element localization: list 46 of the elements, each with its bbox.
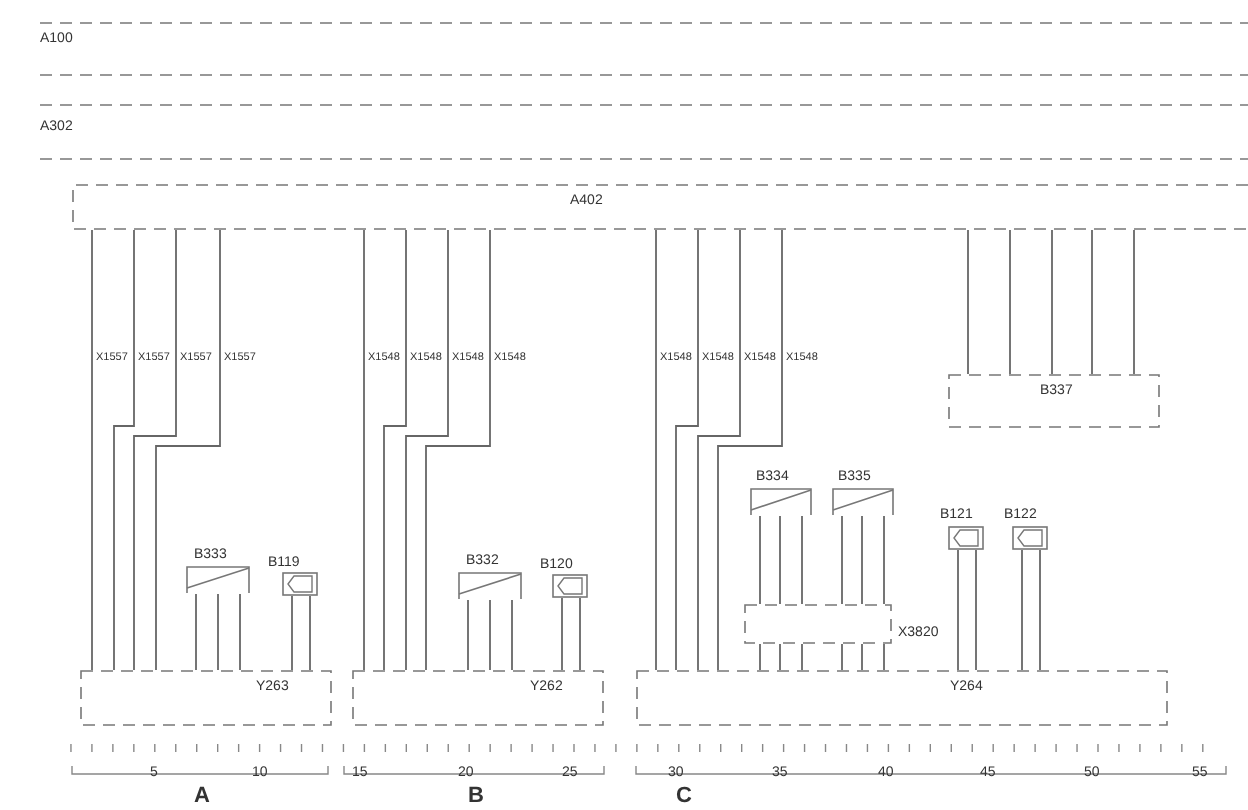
wire [489,599,491,671]
wire [133,229,177,671]
wire [975,549,977,671]
wire [1009,229,1011,375]
wire [405,229,449,671]
wire [697,229,741,671]
wire [467,599,469,671]
wire [1051,229,1053,375]
wire [579,597,581,671]
wire [801,515,803,605]
section-letter: B [468,784,484,808]
section-letter: C [676,784,692,808]
wire [675,229,699,671]
wire [217,593,219,671]
wire [363,229,365,671]
wire [155,229,221,671]
wire [801,643,803,671]
wire [883,515,885,605]
wire [967,229,969,375]
wire [655,229,657,671]
wire [1021,549,1023,671]
wire [1039,549,1041,671]
wire [861,643,863,671]
section-letter: A [194,784,210,808]
wire [91,229,93,671]
wire [1133,229,1135,375]
wire [1091,229,1093,375]
wire [309,595,311,671]
wire [841,515,843,605]
wire [239,593,241,671]
wire [561,597,563,671]
wire [759,515,761,605]
wire [957,549,959,671]
wire [841,643,843,671]
wire [861,515,863,605]
wire [717,229,783,671]
wire [779,515,781,605]
wire [383,229,407,671]
wire [113,229,135,671]
wire [883,643,885,671]
wire [511,599,513,671]
wire [425,229,491,671]
wire [291,595,293,671]
wire [759,643,761,671]
wire [779,643,781,671]
wire [195,593,197,671]
